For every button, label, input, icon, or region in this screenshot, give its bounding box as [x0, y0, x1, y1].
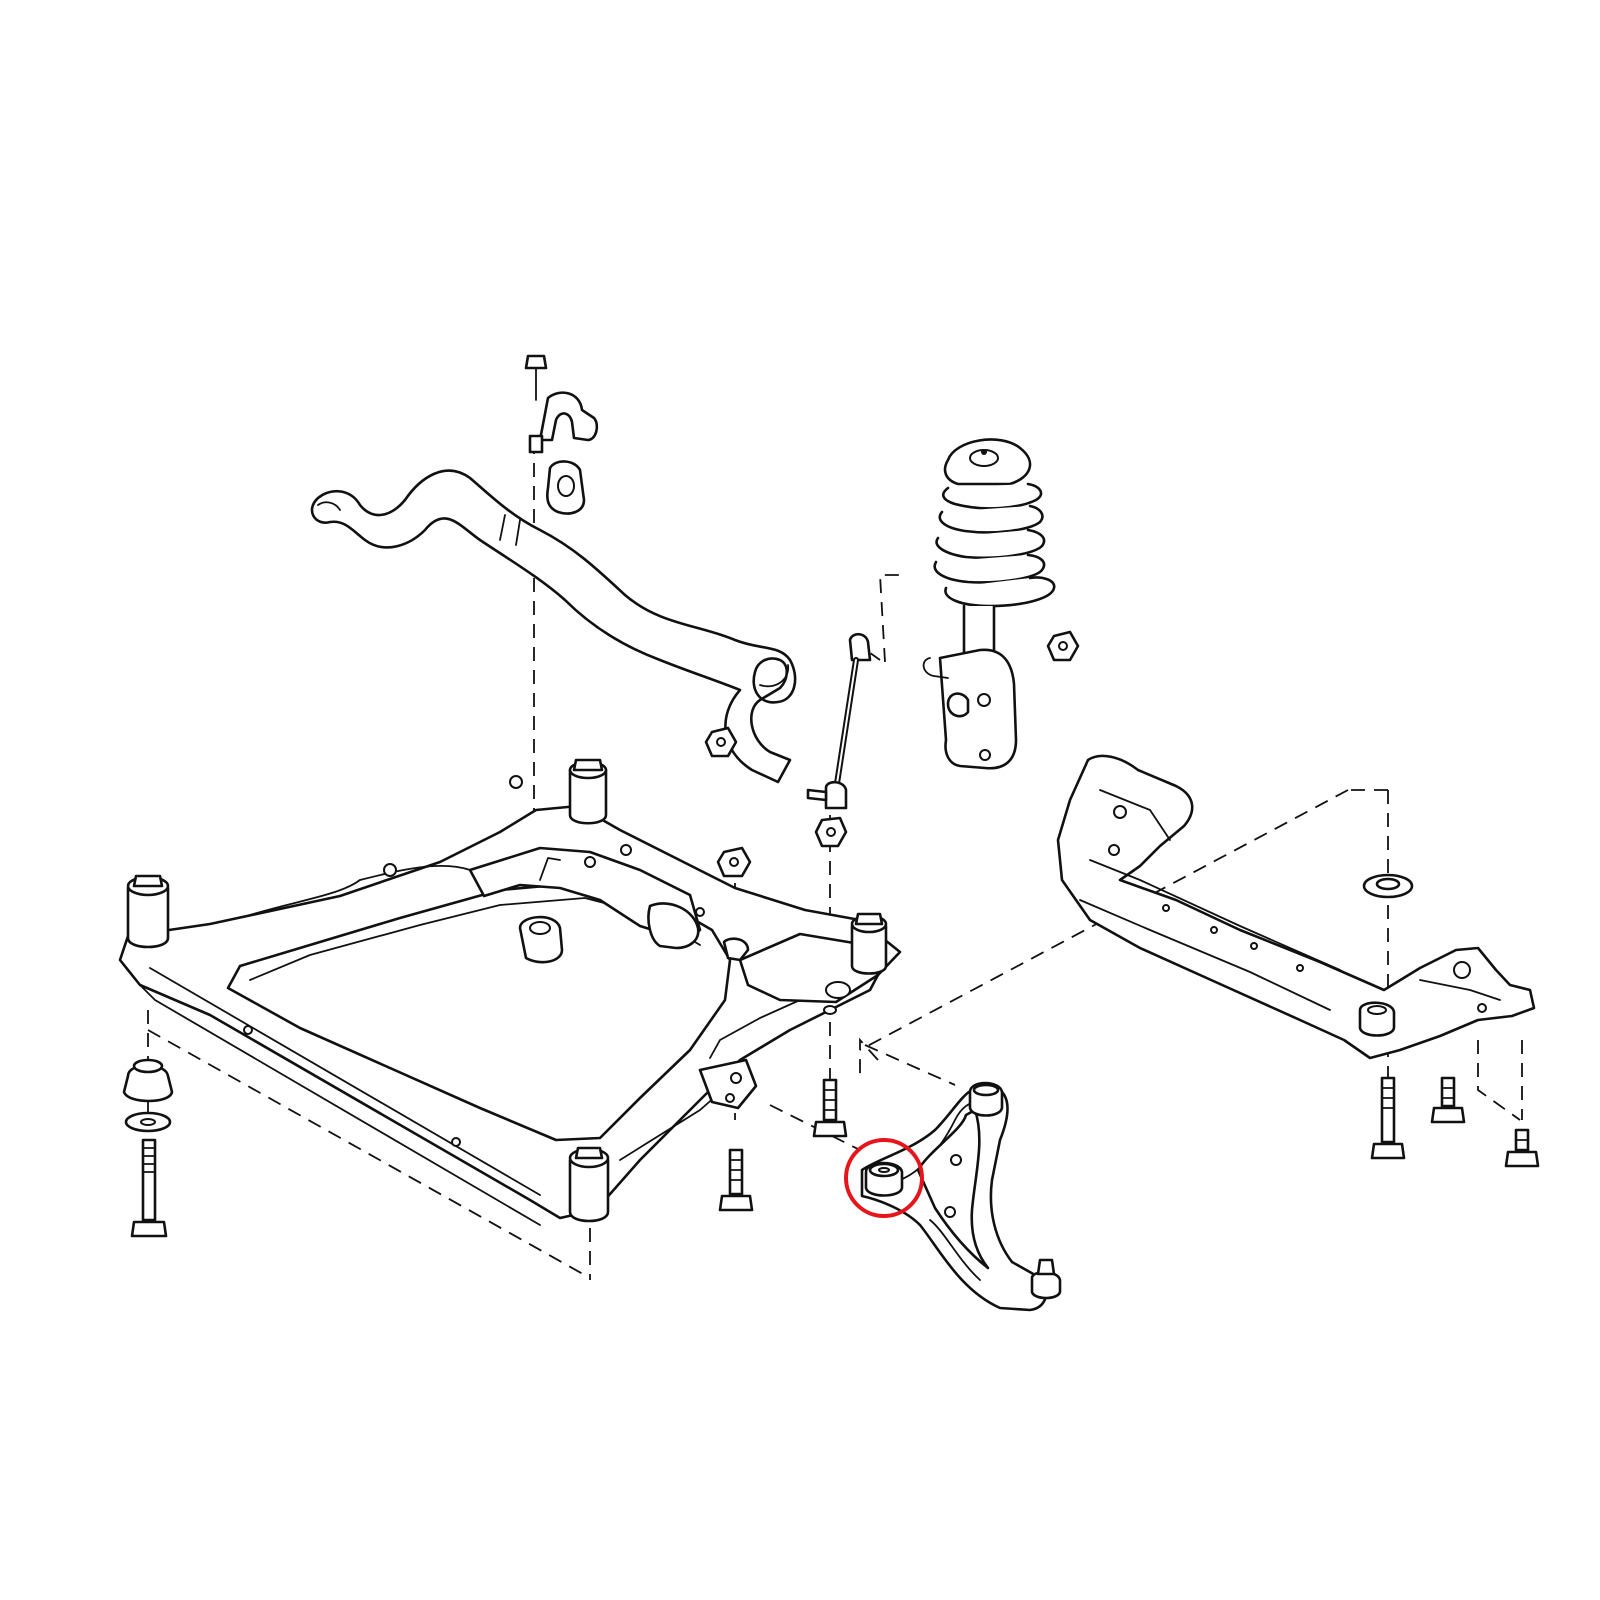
crossmember-bolt-middle	[1430, 1076, 1466, 1124]
subframe-mount-bushing-front-left	[126, 874, 170, 949]
crossmember-bolt-left	[1370, 1076, 1406, 1160]
stabilizer-bushing	[546, 460, 586, 515]
link-nut-lower	[814, 816, 848, 848]
mount-bushing	[122, 1058, 174, 1103]
subframe-mount-bushing-rear-left	[568, 758, 608, 825]
strut-assembly	[922, 438, 1056, 770]
mounting-bolt-mid	[812, 1078, 848, 1138]
stabilizer-bar	[310, 469, 797, 784]
bracket-bolt	[524, 354, 548, 454]
washer	[124, 1111, 172, 1133]
subframe-nut-upper	[716, 846, 752, 878]
stabilizer-link	[806, 632, 872, 810]
lower-control-arm	[860, 1081, 1062, 1312]
crossmember-bolt-right	[1504, 1128, 1540, 1168]
subframe-mount-bushing-front-right	[568, 1146, 610, 1223]
rear-crossmember	[1056, 754, 1536, 1060]
strut-nut	[1046, 630, 1080, 662]
assembly-leader-lines	[147, 440, 1523, 1280]
stabilizer-bracket	[538, 391, 599, 442]
subframe-mount-bushing-rear-right	[850, 912, 888, 975]
mounting-bolt-left	[130, 1138, 168, 1238]
mounting-bolt-center	[718, 1148, 754, 1212]
front-subframe	[118, 775, 902, 1226]
highlight-circle	[844, 1138, 924, 1218]
link-nut-upper	[704, 726, 738, 758]
crossmember-washer	[1362, 873, 1414, 899]
